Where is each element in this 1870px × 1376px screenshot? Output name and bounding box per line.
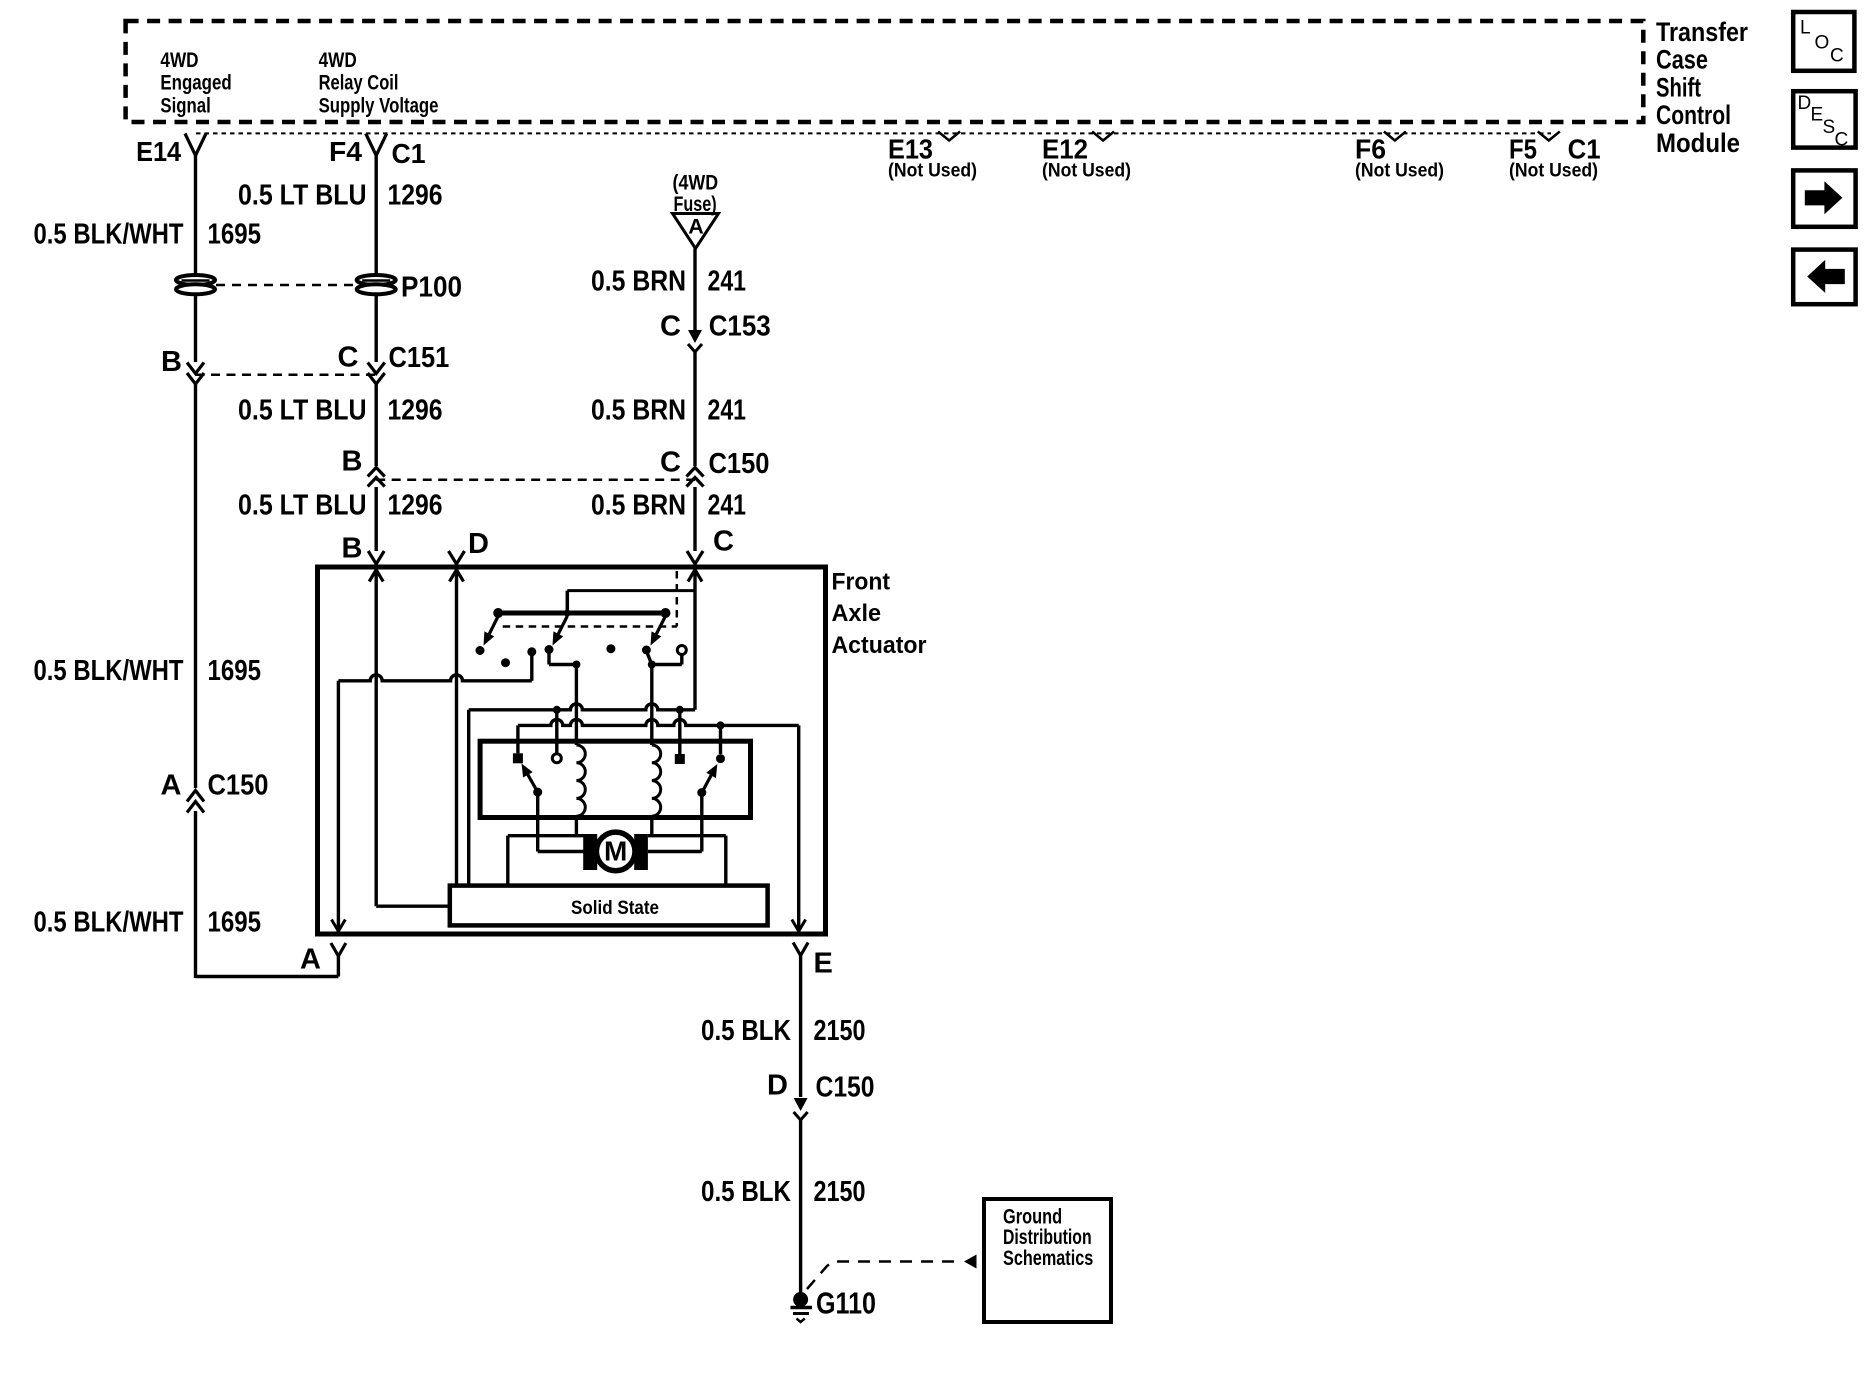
svg-text:0.5 BRN: 0.5 BRN [591,395,686,427]
svg-text:241: 241 [708,395,747,427]
svg-text:Transfer: Transfer [1656,17,1748,47]
svg-text:0.5 BRN: 0.5 BRN [591,266,686,298]
svg-text:M: M [604,836,627,867]
svg-text:Relay Coil: Relay Coil [319,71,399,95]
svg-text:C150: C150 [816,1072,875,1104]
svg-text:0.5 LT BLU: 0.5 LT BLU [238,180,367,212]
svg-text:Case: Case [1656,45,1708,75]
svg-text:P100: P100 [401,272,462,304]
svg-text:0.5 LT BLU: 0.5 LT BLU [238,490,367,522]
svg-text:1296: 1296 [388,180,443,212]
svg-text:(Not Used): (Not Used) [888,161,977,182]
svg-text:L: L [1800,18,1811,39]
svg-text:Schematics: Schematics [1003,1246,1093,1270]
svg-text:Front: Front [832,569,891,596]
svg-text:2150: 2150 [814,1015,866,1047]
svg-text:Distribution: Distribution [1003,1225,1092,1249]
svg-text:0.5 BLK: 0.5 BLK [701,1015,791,1047]
svg-text:O: O [1815,33,1830,54]
svg-text:0.5 BLK: 0.5 BLK [701,1176,791,1208]
svg-text:(4WD: (4WD [673,171,719,195]
svg-text:C151: C151 [389,342,450,374]
svg-text:A: A [161,770,182,802]
svg-text:0.5 BLK/WHT: 0.5 BLK/WHT [34,219,184,251]
svg-text:4WD: 4WD [319,48,357,72]
svg-text:S: S [1823,117,1836,138]
svg-text:E: E [1811,105,1824,126]
svg-text:Solid State: Solid State [571,897,659,919]
svg-text:A: A [300,944,321,976]
svg-text:C150: C150 [208,770,269,802]
svg-text:4WD: 4WD [160,48,198,72]
svg-text:E12: E12 [1042,134,1088,165]
svg-text:241: 241 [708,266,747,298]
svg-text:Actuator: Actuator [832,632,927,659]
svg-text:B: B [342,533,363,565]
svg-text:E13: E13 [888,134,933,165]
svg-text:A: A [688,215,704,239]
svg-text:1296: 1296 [388,395,443,427]
svg-text:C1: C1 [392,138,426,169]
svg-text:C153: C153 [709,311,771,343]
svg-text:0.5 BLK/WHT: 0.5 BLK/WHT [34,655,184,687]
svg-text:1296: 1296 [388,490,443,522]
svg-text:E14: E14 [136,136,181,167]
svg-text:0.5 LT BLU: 0.5 LT BLU [238,395,367,427]
svg-text:Engaged: Engaged [160,71,231,95]
svg-text:0.5 BRN: 0.5 BRN [591,490,686,522]
svg-text:C: C [338,342,359,374]
svg-text:0.5 BLK/WHT: 0.5 BLK/WHT [34,907,184,939]
svg-text:(Not Used): (Not Used) [1042,161,1131,182]
svg-text:1695: 1695 [208,219,262,251]
svg-text:(Not Used): (Not Used) [1355,161,1444,182]
svg-text:(Not Used): (Not Used) [1509,161,1598,182]
svg-text:F6: F6 [1355,134,1386,165]
svg-text:2150: 2150 [814,1176,866,1208]
svg-text:Shift: Shift [1656,72,1701,102]
svg-text:G110: G110 [816,1286,876,1321]
svg-text:C150: C150 [709,448,770,480]
svg-text:C: C [660,447,681,479]
svg-text:B: B [161,346,182,378]
svg-text:1695: 1695 [208,655,262,687]
svg-text:Supply Voltage: Supply Voltage [319,93,439,117]
svg-text:C1: C1 [1568,134,1601,165]
svg-text:Signal: Signal [160,93,210,117]
svg-text:D: D [767,1070,788,1102]
svg-text:D: D [468,528,489,560]
svg-text:C: C [1835,130,1849,151]
svg-text:Control: Control [1656,100,1731,130]
svg-text:C: C [1830,46,1844,67]
svg-text:Axle: Axle [832,600,882,627]
svg-text:241: 241 [708,490,747,522]
svg-text:Module: Module [1656,128,1740,158]
svg-text:1695: 1695 [208,907,262,939]
svg-text:D: D [1798,93,1812,114]
svg-text:F4: F4 [329,136,362,167]
svg-text:Ground: Ground [1003,1204,1062,1228]
svg-text:Fuse): Fuse) [674,192,717,216]
svg-text:C: C [660,311,681,343]
svg-text:E: E [814,948,833,980]
svg-text:F5: F5 [1509,134,1537,165]
svg-text:C: C [713,526,734,558]
svg-text:B: B [342,446,363,478]
